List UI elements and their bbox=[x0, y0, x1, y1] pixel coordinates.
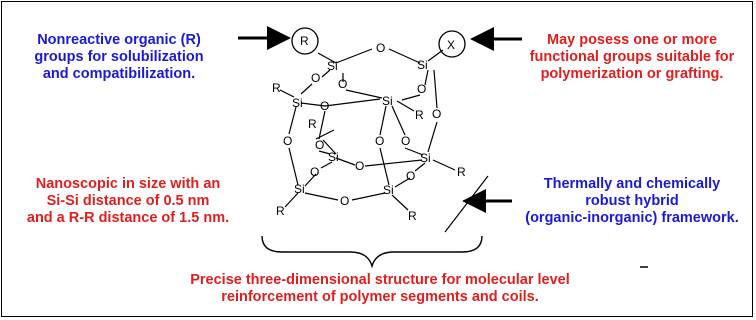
bottom-curly-brace bbox=[261, 235, 483, 269]
pointer-arrows bbox=[238, 26, 648, 268]
r-label: R bbox=[415, 108, 424, 122]
si-atom: Si bbox=[328, 150, 339, 164]
si-atom: Si bbox=[294, 182, 305, 196]
caption-hybrid-framework: Thermally and chemically robust hybrid (… bbox=[525, 176, 739, 226]
o-atom: O bbox=[375, 134, 384, 148]
si-atom: Si bbox=[382, 94, 393, 108]
caption-organic-groups: Nonreactive organic (R) groups for solub… bbox=[34, 32, 204, 82]
si-atom: Si bbox=[292, 96, 303, 110]
o-atom: O bbox=[376, 41, 385, 55]
atom-labels: R X Si O Si O O O R Si O Si R O R O O O … bbox=[272, 34, 466, 223]
o-atom: O bbox=[283, 134, 292, 148]
o-atom: O bbox=[310, 165, 319, 179]
o-atom: O bbox=[417, 82, 426, 96]
cage-bonds bbox=[279, 48, 456, 211]
r-label: R bbox=[308, 117, 317, 131]
caption-functional-groups: May posess one or more functional groups… bbox=[529, 32, 735, 82]
r-group-circle bbox=[291, 27, 319, 55]
r-label: R bbox=[276, 204, 285, 218]
caption-nanoscopic-size: Nanoscopic in size with an Si-Si distanc… bbox=[26, 176, 230, 226]
framework-pointer-line bbox=[444, 175, 489, 233]
r-label: R bbox=[272, 81, 281, 95]
o-atom: O bbox=[432, 107, 441, 121]
o-atom: O bbox=[311, 71, 320, 85]
si-atom: Si bbox=[417, 58, 428, 72]
x-group-circle bbox=[438, 30, 466, 58]
si-atom: Si bbox=[383, 183, 394, 197]
r-label: R bbox=[300, 34, 309, 48]
x-label: X bbox=[447, 38, 455, 52]
o-atom: O bbox=[355, 159, 364, 173]
o-atom: O bbox=[338, 77, 347, 91]
r-label: R bbox=[408, 209, 417, 223]
o-atom: O bbox=[320, 99, 329, 113]
o-atom: O bbox=[406, 169, 415, 183]
si-atom: Si bbox=[420, 151, 431, 165]
o-atom: O bbox=[401, 134, 410, 148]
o-atom: O bbox=[340, 194, 349, 208]
r-label: R bbox=[457, 165, 466, 179]
o-atom: O bbox=[315, 138, 324, 152]
caption-precise-structure: Precise three-dimensional structure for … bbox=[190, 272, 570, 305]
si-atom: Si bbox=[327, 59, 338, 73]
